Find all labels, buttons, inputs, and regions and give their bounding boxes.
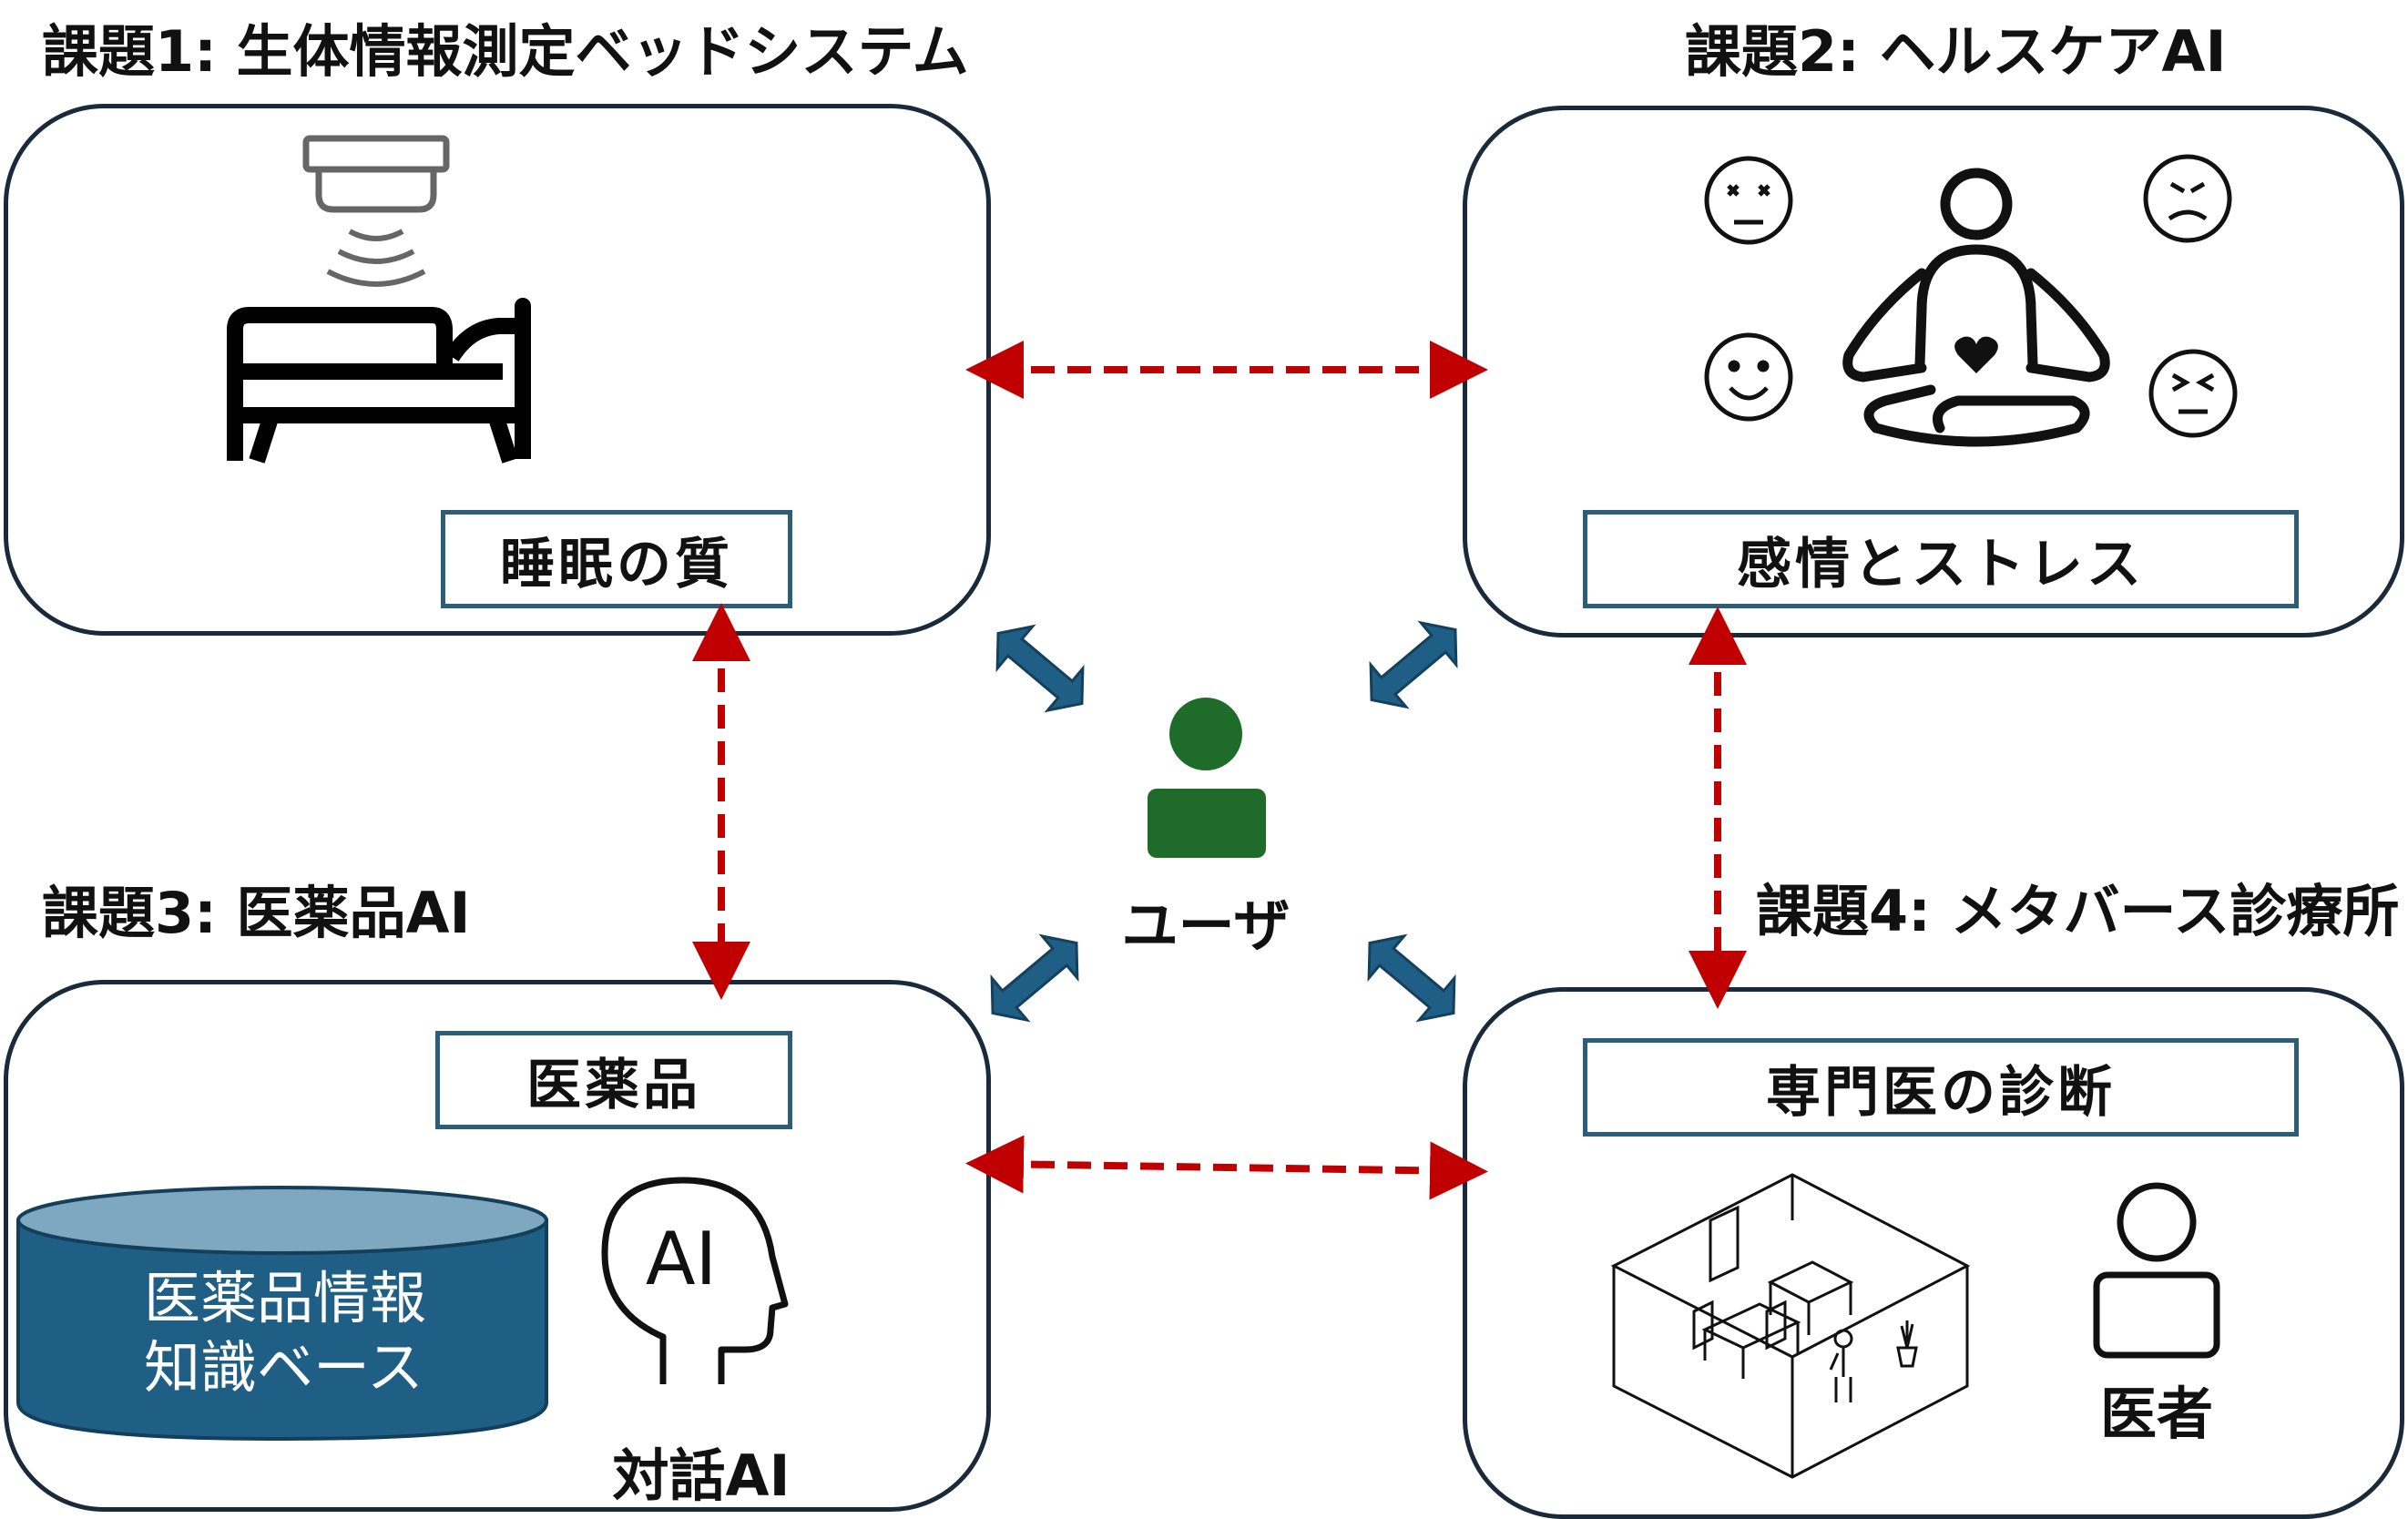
angry-face-icon [2143, 154, 2232, 243]
metaverse-room-icon [1610, 1173, 1971, 1479]
heart-icon [1954, 336, 1998, 373]
user-arrow-bottom-right [1367, 933, 1456, 1023]
frustrated-face-icon [2148, 349, 2238, 438]
user-arrow-top-right [1369, 620, 1458, 709]
user-icon [1148, 698, 1266, 858]
database-label-line2: 知識ベース [144, 1333, 423, 1401]
dizzy-face-icon [1704, 156, 1793, 245]
ai-head-icon [601, 1177, 789, 1384]
title-task4: 課題4: メタバース診療所 [1756, 878, 2400, 944]
dialog-ai-label: 対話AI [612, 1443, 791, 1509]
user-label: ユーザ [1121, 892, 1291, 959]
ai-head-text: AI [646, 1217, 717, 1301]
database-label-line1: 医薬品情報 [144, 1265, 427, 1331]
title-task3: 課題3: 医薬品AI [42, 880, 471, 946]
dashed-arrow-bottom [965, 1135, 1488, 1200]
title-task2: 課題2: ヘルスケアAI [1685, 18, 2227, 85]
doctor-icon [2093, 1182, 2220, 1359]
bed-icon [227, 298, 531, 464]
title-task1: 課題1: 生体情報測定ベッドシステム [42, 18, 969, 85]
database-label: 医薬品情報 知識ベース [144, 1264, 426, 1402]
label-emotion-stress: 感情とストレス [1583, 510, 2299, 608]
database-icon [16, 1186, 548, 1442]
smiling-face-icon [1704, 332, 1793, 422]
label-specialist-diagnosis: 専門医の診断 [1583, 1038, 2299, 1137]
doctor-label: 医者 [2099, 1381, 2213, 1447]
user-arrow-bottom-left [990, 933, 1079, 1023]
meditation-icon [1842, 168, 2110, 447]
user-arrow-top-left [995, 624, 1085, 713]
label-sleep-quality: 睡眠の質 [441, 510, 792, 608]
label-medicine: 医薬品 [435, 1031, 792, 1129]
sensor-icon [302, 135, 450, 287]
